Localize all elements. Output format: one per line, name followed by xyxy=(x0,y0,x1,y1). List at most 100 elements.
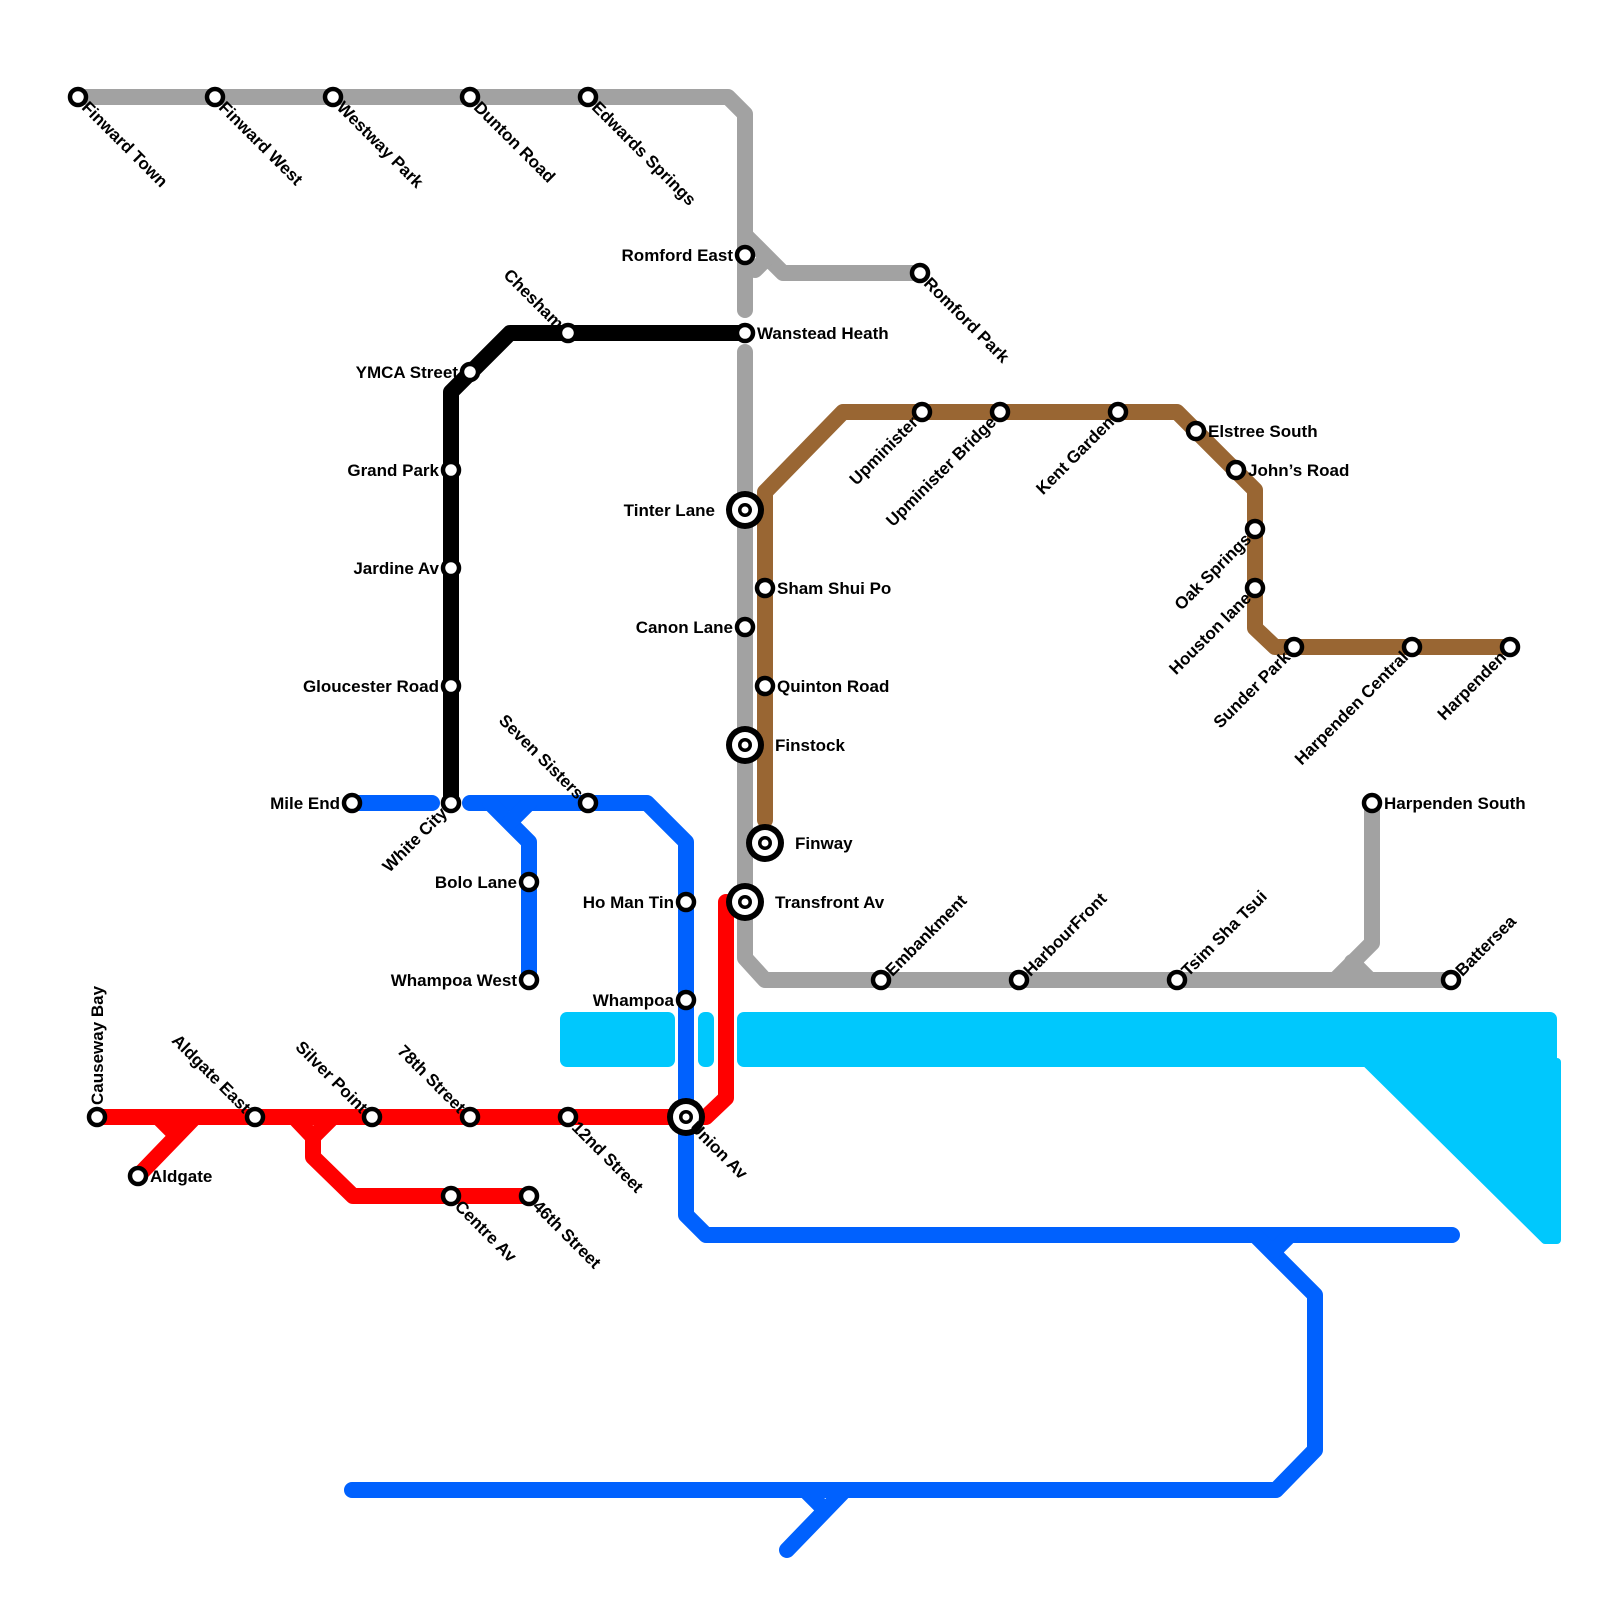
station-canon-lane[interactable]: Canon Lane xyxy=(636,616,756,638)
station-bolo-lane[interactable]: Bolo Lane xyxy=(435,871,540,893)
station-label: Union Av xyxy=(686,1118,752,1184)
station-icon xyxy=(322,86,344,108)
station-label: Embankment xyxy=(882,891,971,980)
station-label: Harpenden South xyxy=(1384,794,1526,813)
station-elstree-south[interactable]: Elstree South xyxy=(1185,420,1318,442)
station-whampoa[interactable]: Whampoa xyxy=(593,989,697,1011)
station-label: Harpenden xyxy=(1434,648,1510,724)
station-finstock[interactable]: Finstock xyxy=(726,726,845,764)
water-segment xyxy=(560,1012,675,1067)
station-icon xyxy=(734,616,756,638)
blue-line-segment xyxy=(344,1227,1323,1498)
station-icon xyxy=(518,969,540,991)
station-label: Bolo Lane xyxy=(435,873,517,892)
red-line-segment xyxy=(89,894,734,1125)
station-sham-shui-po[interactable]: Sham Shui Po xyxy=(754,577,891,599)
station-mile-end[interactable]: Mile End xyxy=(270,792,363,814)
station-label: Sunder Park xyxy=(1210,647,1295,732)
station-ymca-street[interactable]: YMCA Street xyxy=(356,361,481,383)
red-line-segment xyxy=(130,1109,203,1184)
station-icon xyxy=(734,244,756,266)
station-grand-park[interactable]: Grand Park xyxy=(347,459,462,481)
station-label: Chesham xyxy=(500,265,568,333)
blue-line-segment xyxy=(1267,1227,1298,1258)
grey-line-segment xyxy=(1344,954,1378,988)
station-icon xyxy=(440,1185,462,1207)
station-label: Dunton Road xyxy=(470,98,559,187)
station-icon xyxy=(557,322,579,344)
station-edwards-springs[interactable]: Edwards Springs xyxy=(577,86,700,210)
grey-line-segment xyxy=(1327,795,1380,988)
station-label: YMCA Street xyxy=(356,363,459,382)
station-label: Grand Park xyxy=(347,461,439,480)
station-gloucester-road[interactable]: Gloucester Road xyxy=(303,675,462,697)
station-label: Harpenden Central xyxy=(1291,648,1412,769)
station-label: 78th Street xyxy=(394,1041,470,1117)
station-john-s-road[interactable]: John’s Road xyxy=(1225,459,1349,481)
station-label: Seven Sisters xyxy=(495,711,587,803)
station-icon xyxy=(1440,969,1462,991)
station-whampoa-west[interactable]: Whampoa West xyxy=(391,969,540,991)
station-icon xyxy=(909,262,931,284)
station-icon xyxy=(989,401,1011,423)
station-icon xyxy=(754,675,776,697)
brown-line-segment xyxy=(757,404,1518,828)
station-icon xyxy=(86,1106,108,1128)
station-harpenden-central[interactable]: Harpenden Central xyxy=(1291,636,1423,769)
station-wanstead-heath[interactable]: Wanstead Heath xyxy=(734,322,889,344)
station-icon xyxy=(440,459,462,481)
station-label: Elstree South xyxy=(1208,422,1318,441)
station-46th-street[interactable]: 46th Street xyxy=(518,1185,605,1273)
station-label: 12nd Street xyxy=(568,1118,647,1197)
station-icon xyxy=(1185,420,1207,442)
station-label: Kent Garden xyxy=(1032,413,1118,499)
station-label: Aldgate East xyxy=(168,1031,254,1117)
station-icon xyxy=(67,86,89,108)
grey-line-segment xyxy=(747,252,773,278)
water-segment xyxy=(698,1012,714,1067)
station-ho-man-tin[interactable]: Ho Man Tin xyxy=(583,891,697,913)
station-label: Ho Man Tin xyxy=(583,893,674,912)
station-battersea[interactable]: Battersea xyxy=(1440,911,1520,991)
station-label: Transfront Av xyxy=(775,893,885,912)
station-label: 46th Street xyxy=(529,1197,605,1273)
station-harpenden-south[interactable]: Harpenden South xyxy=(1361,792,1526,814)
station-icon xyxy=(1225,459,1247,481)
station-icon xyxy=(577,86,599,108)
blue-line-segment xyxy=(502,795,537,830)
route-lines xyxy=(70,89,1518,1558)
station-icon xyxy=(1499,636,1521,658)
station-romford-east[interactable]: Romford East xyxy=(622,244,756,266)
station-label: Westway Park xyxy=(333,98,427,192)
station-label: Whampoa xyxy=(593,991,675,1010)
station-tinter-lane[interactable]: Tinter Lane xyxy=(624,491,764,529)
station-icon xyxy=(361,1106,383,1128)
station-label: Edwards Springs xyxy=(588,98,700,210)
station-icon xyxy=(1244,518,1266,540)
station-label: Canon Lane xyxy=(636,618,733,637)
water-body xyxy=(560,1012,1561,1244)
station-icon xyxy=(459,361,481,383)
station-icon xyxy=(1401,636,1423,658)
station-icon xyxy=(557,1106,579,1128)
blue-line-segment xyxy=(482,795,537,988)
station-icon xyxy=(459,1106,481,1128)
station-icon xyxy=(754,577,776,599)
station-sunder-park[interactable]: Sunder Park xyxy=(1210,636,1305,732)
grey-line-segment xyxy=(737,227,928,281)
grey-line-segment xyxy=(70,89,753,318)
station-label: Finward Town xyxy=(78,98,171,191)
station-icon xyxy=(911,401,933,423)
station-quinton-road[interactable]: Quinton Road xyxy=(754,675,889,697)
station-finway[interactable]: Finway xyxy=(746,824,853,862)
station-label: Wanstead Heath xyxy=(757,324,889,343)
station-transfront-av[interactable]: Transfront Av xyxy=(726,883,885,921)
station-jardine-av[interactable]: Jardine Av xyxy=(353,557,462,579)
station-causeway-bay[interactable]: Causeway Bay xyxy=(86,985,108,1128)
station-label: Tsim Sha Tsui xyxy=(1178,887,1271,980)
station-icon xyxy=(244,1106,266,1128)
station-romford-park[interactable]: Romford Park xyxy=(909,262,1013,367)
station-label: Causeway Bay xyxy=(88,985,107,1105)
station-aldgate[interactable]: Aldgate xyxy=(127,1165,212,1187)
